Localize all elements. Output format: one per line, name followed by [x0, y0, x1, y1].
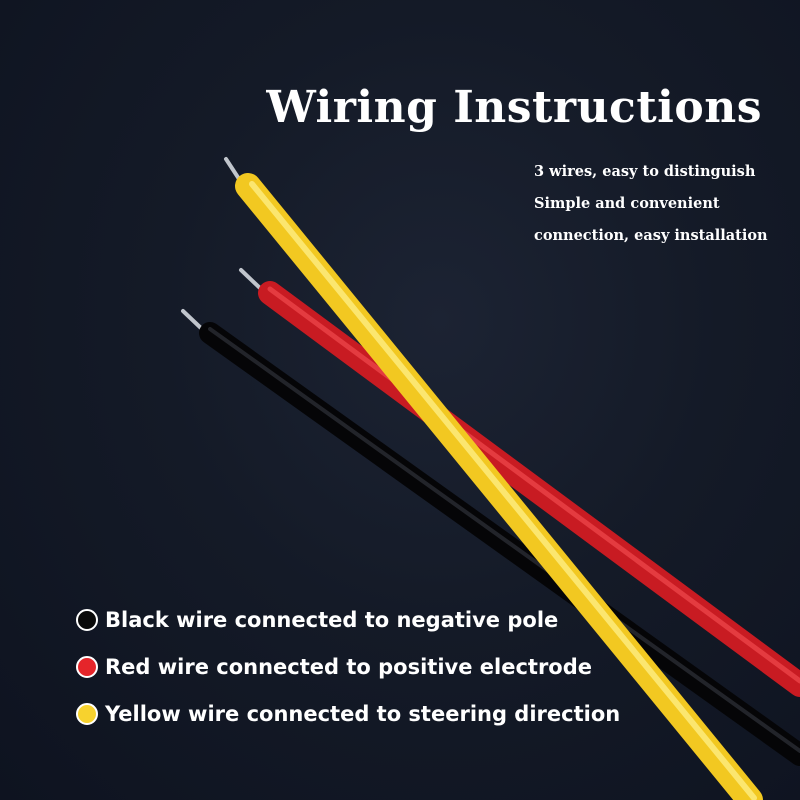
subtitle-line: Simple and convenient [534, 195, 720, 212]
yellow-dot-icon [76, 702, 98, 725]
black-wire [181, 309, 800, 766]
legend-item-yellow: Yellow wire connected to steering direct… [76, 690, 620, 737]
wire-legend: Black wire connected to negative pole Re… [76, 596, 620, 737]
black-dot-icon [76, 608, 98, 631]
legend-item-red: Red wire connected to positive electrode [76, 643, 620, 690]
red-dot-icon [76, 655, 98, 678]
legend-label: Red wire connected to positive electrode [105, 654, 592, 679]
legend-label: Yellow wire connected to steering direct… [105, 701, 621, 726]
subtitle-line: connection, easy installation [534, 227, 768, 244]
legend-label: Black wire connected to negative pole [105, 607, 559, 632]
yellow-wire [224, 157, 763, 800]
legend-item-black: Black wire connected to negative pole [76, 596, 620, 643]
page-title: Wiring Instructions [266, 82, 762, 133]
subtitle-block: 3 wires, easy to distinguish Simple and … [534, 156, 768, 252]
subtitle-line: 3 wires, easy to distinguish [534, 163, 756, 180]
red-wire [239, 268, 800, 697]
